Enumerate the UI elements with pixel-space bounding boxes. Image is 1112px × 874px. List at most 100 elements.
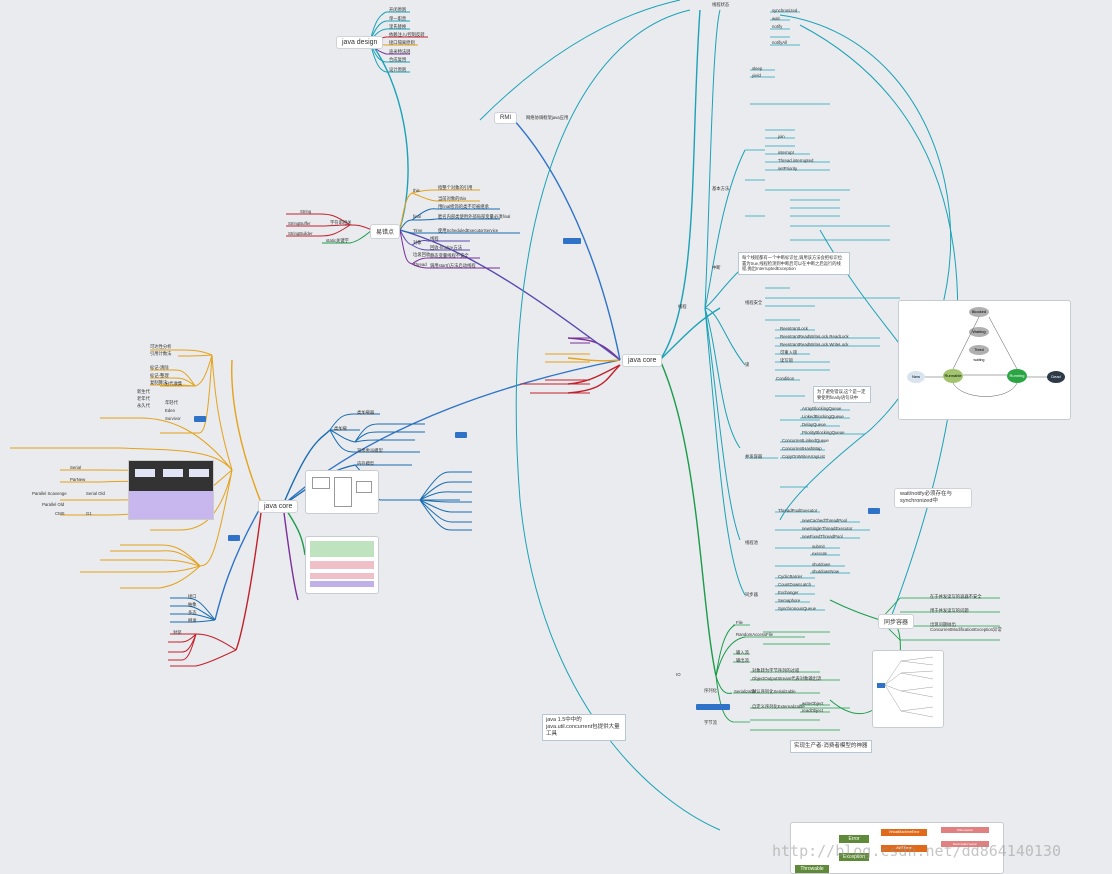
gc-collector: ParNew (70, 477, 86, 482)
io-item: 输入流 (736, 650, 749, 655)
io-item: 序列化 (704, 688, 717, 693)
lock-item: ReentrantLock (780, 326, 808, 331)
sync-container-item: 用于并发读写的问题 (930, 608, 969, 613)
gc-collector: Serial (70, 465, 81, 470)
sync-container-item: 出现问题抛出ConcurrentModificationException异常 (930, 622, 1002, 632)
producer-note: 实现生产者-消费者模型的神器 (790, 740, 872, 753)
gc-collector: Parallel Scavenge (32, 491, 67, 496)
core-left-item: 多态 (188, 610, 197, 615)
io-item: Serializable (734, 689, 757, 694)
java-design-node[interactable]: java design (336, 36, 384, 49)
design-item: 接口隔离原则 (389, 40, 415, 45)
io-item: RandomAccessFile (736, 632, 774, 637)
thread-trunk (659, 9, 701, 361)
design-item: 开闭原则 (389, 7, 407, 12)
core-left-item: 封装 (173, 630, 182, 635)
jvm-item: 内存模型 (357, 461, 375, 466)
gc-item: 分代收集 (165, 381, 183, 386)
thread-item: 并发容器 (745, 454, 763, 459)
io-trunk (659, 359, 717, 677)
pool-item: ThreadPoolExecutor (778, 508, 818, 513)
design-item: 依赖注入/控制反转 (389, 32, 425, 37)
sync-container-node[interactable]: 同步容器 (878, 614, 915, 629)
core-left-item: 接口 (188, 594, 197, 599)
interrupt-note: 每个线程都有一个中断标识位,调用该方法会把标识位置为true,线程检测到中断后可… (738, 252, 850, 275)
gc-region: 老年代 (137, 396, 150, 401)
yicuo-item: final (413, 214, 421, 219)
gc-collector: Parallel Old (42, 502, 65, 507)
thread-basic: setPriority (778, 166, 798, 171)
io-detail: readObject (802, 708, 824, 713)
thread-basic: interrupt (778, 150, 794, 155)
throwable-error: Error (839, 835, 869, 843)
yicuo-detail: 指整个对象的引用 (438, 185, 473, 190)
yicuo-item: 垃圾回收 (413, 252, 431, 257)
thread-basic: wait (772, 16, 780, 21)
gc-item: 可达性分析 (150, 344, 172, 349)
pool-item: submit (812, 544, 825, 549)
thread-item: 基本方法 (712, 186, 730, 191)
thread-basic: synchronized (772, 8, 798, 13)
throwable-sub4: RuntimeException (941, 841, 989, 847)
thread-item: 线程池 (745, 540, 758, 545)
sync-item: CountDownLatch (778, 582, 811, 587)
string-item: StringBuffer (288, 221, 311, 226)
thread-item: 中断 (712, 265, 721, 270)
core-left-node[interactable]: java core (258, 500, 299, 513)
thread-basic: Thread.interrupted (778, 158, 814, 163)
state-new: New (907, 371, 925, 383)
core-right-node[interactable]: java core (622, 354, 663, 367)
throwable-sub2: AWTError (881, 845, 927, 852)
yicuo-detail: 当前对象的this (438, 196, 467, 201)
throwable-sub1: VirtualMachineError (881, 829, 927, 836)
pool-item: newFixedThreadPool (802, 534, 843, 539)
watermark: http://blog.csdn.net/dd864140130 (772, 842, 1061, 860)
rmi-node[interactable]: RMI (494, 112, 517, 124)
io-detail: 自定义序列化Externalizable (752, 704, 805, 709)
throwable-root: Throwable (795, 865, 829, 873)
core-left-item: 继承 (188, 618, 197, 623)
container-item: DelayQueue (802, 422, 826, 427)
gc-collector: Serial Old (86, 491, 105, 496)
yicuodian-node[interactable]: 易错点 (370, 224, 401, 239)
thread-item: 线程状态 (712, 2, 730, 7)
left-mid-item: 字符串相关 (330, 220, 352, 225)
pool-item: newCachedThreadPool (802, 518, 847, 523)
yicuo-detail: 静态变量线程不安全 (430, 253, 469, 258)
left-mid-item: static关键字 (326, 238, 349, 243)
state-runnable: Runnable (943, 369, 963, 383)
design-item: 设计原则 (389, 67, 407, 72)
pool-item: shutdownNow (812, 569, 839, 574)
pool-item: shutdown (812, 562, 831, 567)
container-item: PriorityBlockingQueue (802, 430, 845, 435)
throwable-exception: Exception (839, 853, 869, 861)
gc-region: 新生代 (137, 389, 150, 394)
lock-item: 可重入锁 (780, 350, 798, 355)
io-detail: ObjectOutputStream代表对象输出流 (752, 676, 822, 681)
lock-item: ReentrantReadWriteLock.WriteLock (780, 342, 849, 347)
yicuo-detail: 匿名内部类使用外部局部变量必须final (438, 214, 511, 219)
io-item: File (736, 620, 743, 625)
thread-trunk-label: 线程 (678, 304, 687, 309)
container-item: ConcurrentLinkedQueue (782, 438, 829, 443)
design-item: 迪米特法则 (389, 49, 411, 54)
sync-item: Semaphore (778, 598, 801, 603)
thread-basic: yield (752, 73, 761, 78)
jvm-memory-image (305, 470, 379, 514)
io-detail: 对象转为字节序列的过程 (752, 668, 800, 673)
gc-region: 年轻代 (165, 400, 178, 405)
io-trunk-label: IO (676, 672, 681, 677)
sync-item: CyclicBarrier (778, 574, 803, 579)
gc-collector: G1 (86, 511, 92, 516)
string-item: StringBuilder (288, 231, 313, 236)
container-item: LinkedBlockingQueue (802, 414, 844, 419)
lock-item: 读写锁 (780, 358, 793, 363)
io-tag (696, 704, 730, 710)
container-item: ConcurrentHashMap (782, 446, 822, 451)
state-waiting: Waiting (969, 327, 989, 337)
throwable-diagram: Throwable Error Exception VirtualMachine… (790, 822, 1004, 874)
gc-region: 永久代 (137, 403, 150, 408)
thread-state-diagram: New Runnable Running Blocked Dead Waitin… (898, 300, 1071, 420)
io-detail: 默认序列化Serializable (752, 689, 796, 694)
